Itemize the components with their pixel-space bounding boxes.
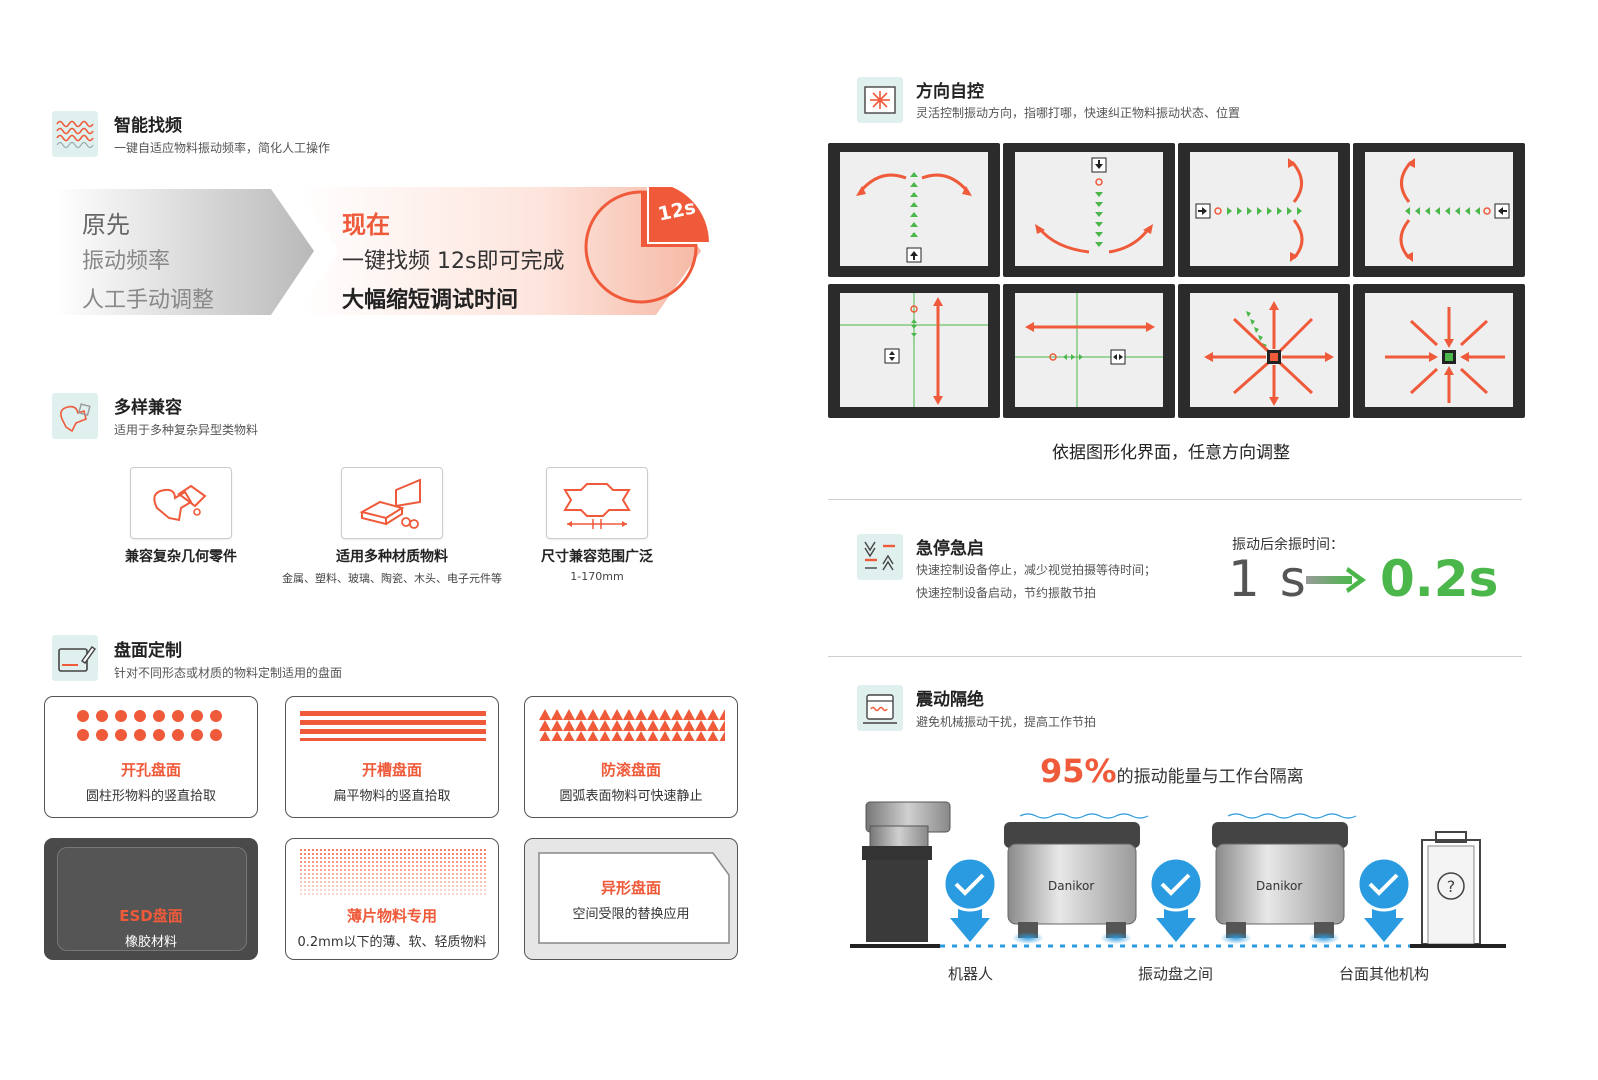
compat-item-label: 兼容复杂几何零件	[125, 549, 237, 565]
plate-card-antiroll: 防滚盘面 圆弧表面物料可快速静止	[524, 696, 738, 818]
plate-card-grooves: 开槽盘面 扁平物料的竖直拾取	[285, 696, 499, 818]
isolation-diagram: ?	[850, 801, 1506, 948]
direction-panel	[1353, 284, 1525, 418]
geometry-part-icon	[130, 467, 232, 539]
isolation-icon	[857, 685, 903, 731]
antiroll-pattern	[539, 709, 725, 741]
residual-before: 1 s	[1228, 550, 1308, 608]
grooves-pattern	[300, 711, 486, 741]
plate-name: 薄片物料专用	[346, 907, 437, 925]
direction-icon	[857, 77, 903, 123]
compat-item-note: 1-170mm	[570, 570, 624, 583]
estop-line2: 快速控制设备启动，节约振散节拍	[916, 586, 1097, 600]
direction-panel	[1353, 143, 1525, 277]
isolation-label: 振动盘之间	[1138, 965, 1214, 983]
plate-card-holes: 开孔盘面 圆柱形物料的竖直拾取	[44, 696, 258, 818]
before-line2: 振动频率	[82, 249, 171, 274]
plate-name: 开槽盘面	[361, 761, 422, 779]
plate-desc: 橡胶材料	[124, 935, 177, 950]
direction-subtitle: 灵活控制振动方向，指哪打哪，快速纠正物料振动状态、位置	[916, 106, 1241, 120]
estop-line1: 快速控制设备停止，减少视觉拍摄等待时间；	[916, 563, 1157, 577]
svg-text:?: ?	[1447, 877, 1456, 896]
plate-card-irregular: 异形盘面 空间受限的替换应用	[524, 838, 738, 960]
residual-label: 振动后余振时间：	[1232, 537, 1344, 553]
plates-title: 盘面定制	[114, 641, 182, 661]
compat-item-label: 适用多种材质物料	[336, 549, 448, 565]
arrow-right-icon	[1306, 567, 1366, 593]
smart-freq-subtitle: 一键自适应物料振动频率，简化人工操作	[114, 141, 331, 155]
direction-panel	[1003, 143, 1175, 277]
shapes-icon	[52, 393, 98, 439]
direction-panel	[1003, 284, 1175, 418]
holes-pattern	[77, 710, 222, 741]
thin-pattern	[300, 849, 486, 895]
after-title: 现在	[342, 211, 390, 239]
after-line2: 一键找频 12s即可完成	[342, 249, 565, 274]
brand-label: Danikor	[1256, 879, 1303, 893]
direction-panel	[828, 143, 1000, 277]
divider	[828, 499, 1522, 500]
before-title: 原先	[82, 211, 130, 239]
smart-freq-title: 智能找频	[114, 116, 182, 136]
plate-desc: 圆弧表面物料可快速静止	[559, 789, 703, 804]
before-after-banner	[56, 187, 721, 327]
plate-desc: 圆柱形物料的竖直拾取	[85, 789, 216, 804]
direction-panel	[1178, 143, 1350, 277]
compat-subtitle: 适用于多种复杂异型类物料	[114, 423, 259, 437]
isolation-headline-text: 的振动能量与工作台隔离	[1116, 767, 1304, 787]
direction-panel	[1178, 284, 1350, 418]
residual-after: 0.2s	[1380, 550, 1499, 608]
plate-card-esd: ESD盘面 橡胶材料	[44, 838, 258, 960]
direction-title: 方向自控	[916, 82, 984, 102]
compat-item-note: 金属、塑料、玻璃、陶瓷、木头、电子元件等	[282, 572, 502, 585]
direction-caption: 依据图形化界面，任意方向调整	[1052, 443, 1290, 463]
plates-subtitle: 针对不同形态或材质的物料定制适用的盘面	[114, 666, 343, 680]
isolation-headline: 95%的振动能量与工作台隔离	[1040, 752, 1304, 790]
plate-desc: 扁平物料的竖直拾取	[333, 789, 451, 804]
plate-name: ESD盘面	[119, 907, 183, 925]
brand-label: Danikor	[1048, 879, 1095, 893]
isolation-label: 台面其他机构	[1339, 965, 1430, 983]
isolation-percent: 95%	[1040, 752, 1117, 790]
plate-desc: 空间受限的替换应用	[572, 907, 690, 922]
isolation-subtitle: 避免机械振动干扰，提高工作节拍	[916, 715, 1097, 729]
estop-title: 急停急启	[916, 539, 984, 559]
pen-icon	[52, 635, 98, 681]
materials-icon	[341, 467, 443, 539]
isolation-label: 机器人	[948, 965, 994, 983]
isolation-title: 震动隔绝	[916, 690, 984, 710]
direction-panel	[828, 284, 1000, 418]
after-line3: 大幅缩短调试时间	[342, 288, 519, 313]
stop-start-icon	[857, 534, 903, 580]
divider	[828, 656, 1522, 657]
plate-card-thin: 薄片物料专用 0.2mm以下的薄、软、轻质物料	[285, 838, 499, 960]
size-range-icon	[546, 467, 648, 539]
plate-name: 异形盘面	[600, 879, 661, 897]
before-line3: 人工手动调整	[82, 288, 215, 313]
wave-icon	[52, 111, 98, 157]
compat-item-label: 尺寸兼容范围广泛	[541, 549, 653, 565]
plate-desc: 0.2mm以下的薄、软、轻质物料	[297, 935, 487, 950]
compat-title: 多样兼容	[114, 398, 182, 418]
plate-name: 开孔盘面	[120, 761, 181, 779]
plate-name: 防滚盘面	[600, 761, 661, 779]
